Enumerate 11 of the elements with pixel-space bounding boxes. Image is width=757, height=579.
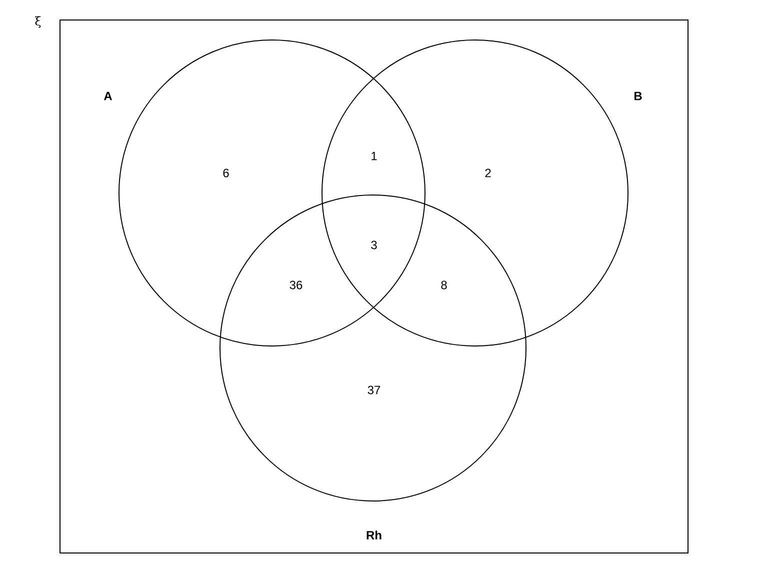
region-count: 8 xyxy=(441,280,447,290)
node-label: A xyxy=(104,92,112,100)
region-count: 36 xyxy=(290,280,302,290)
node-label: Rh xyxy=(366,530,382,540)
node-label: ξ xyxy=(35,16,41,28)
node-label: B xyxy=(634,92,642,100)
region-count: 2 xyxy=(485,168,491,178)
region-count: 1 xyxy=(372,152,377,160)
region-count: 37 xyxy=(368,386,380,394)
region-count: 3 xyxy=(371,240,377,250)
region-count: 6 xyxy=(223,168,229,178)
